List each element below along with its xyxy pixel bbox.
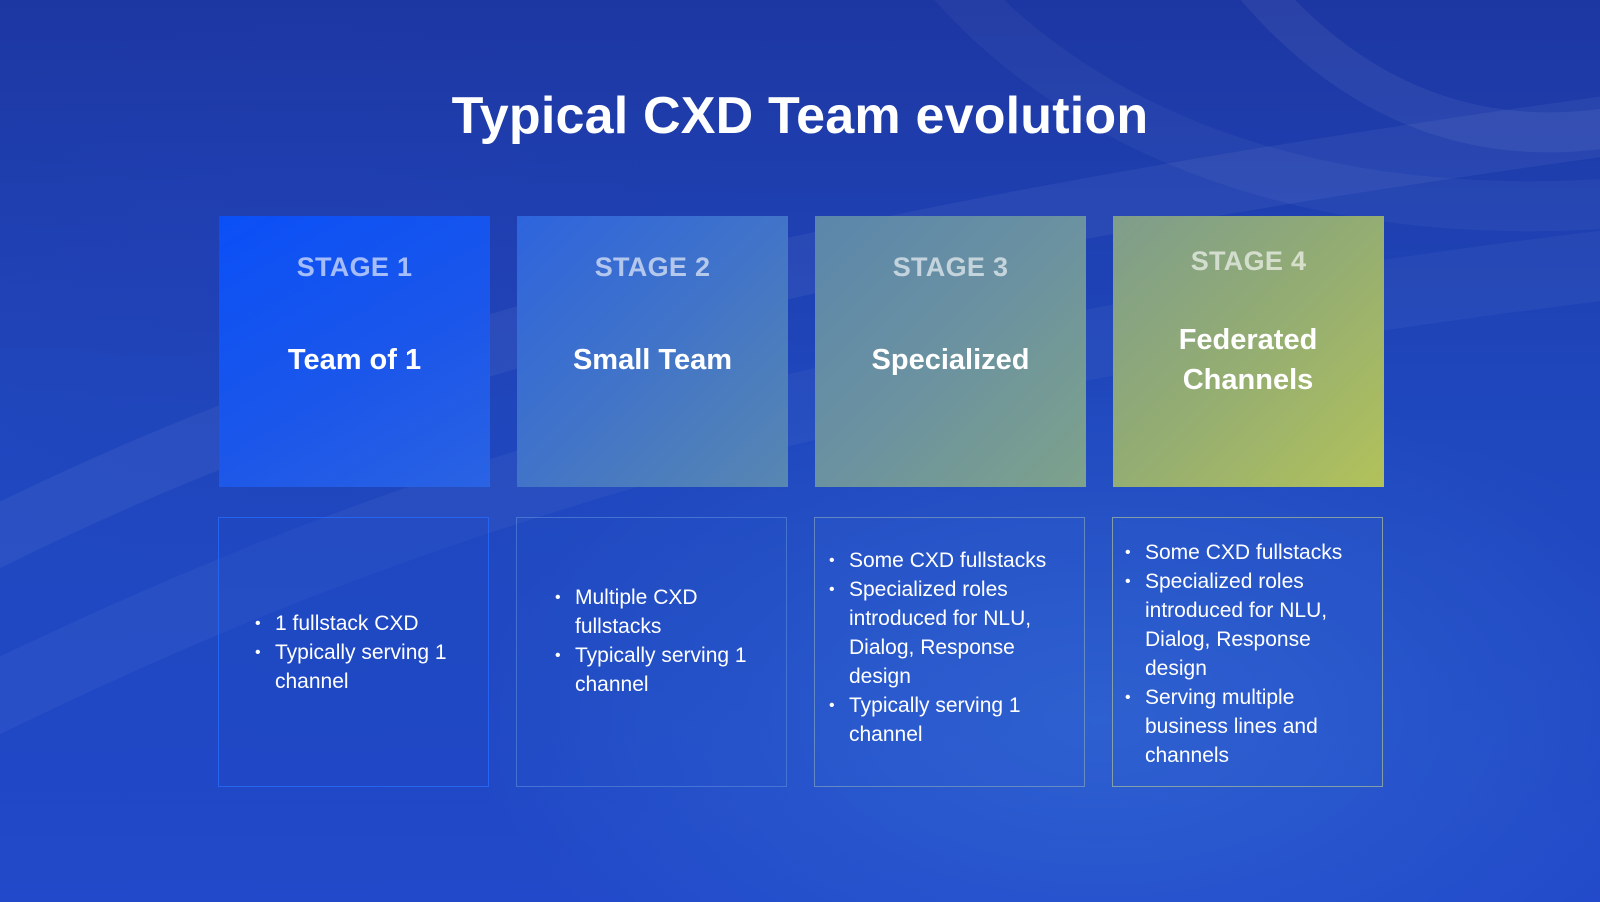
stage-label: STAGE 1	[296, 252, 413, 282]
stage-name: Federated Channels	[1178, 324, 1318, 396]
stage-description-2: Multiple CXD fullstacks Typically servin…	[516, 517, 787, 787]
slide-title: Typical CXD Team evolution	[451, 87, 1149, 145]
bullet-item: Specialized roles introduced for NLU, Di…	[829, 575, 1079, 691]
bullet-item: Typically serving 1 channel	[255, 638, 470, 696]
bullet-item: Typically serving 1 channel	[829, 691, 1079, 749]
stage-label: STAGE 3	[892, 252, 1009, 282]
stage-description-3: Some CXD fullstacks Specialized roles in…	[814, 517, 1085, 787]
bullet-item: Typically serving 1 channel	[555, 641, 765, 699]
stage-card-2: STAGE 2 Small Team	[517, 216, 788, 487]
stage-name: Specialized	[871, 344, 1030, 376]
stage-name: Small Team	[572, 344, 733, 376]
stage-description-1: 1 fullstack CXD Typically serving 1 chan…	[218, 517, 489, 787]
bullet-item: Some CXD fullstacks	[829, 546, 1079, 575]
bullet-item: 1 fullstack CXD	[255, 609, 470, 638]
stage-card-3: STAGE 3 Specialized	[815, 216, 1086, 487]
stage-name: Team of 1	[287, 344, 422, 376]
stage-label: STAGE 4	[1190, 246, 1307, 276]
stage-card-4: STAGE 4 Federated Channels	[1113, 216, 1384, 487]
bullet-list: Some CXD fullstacks Specialized roles in…	[829, 546, 1079, 749]
bullet-list: 1 fullstack CXD Typically serving 1 chan…	[255, 609, 470, 696]
stage-card-1: STAGE 1 Team of 1	[219, 216, 490, 487]
bullet-list: Some CXD fullstacks Specialized roles in…	[1125, 538, 1375, 770]
bullet-item: Specialized roles introduced for NLU, Di…	[1125, 567, 1375, 683]
bullet-list: Multiple CXD fullstacks Typically servin…	[555, 583, 765, 699]
stage-label: STAGE 2	[594, 252, 711, 282]
bullet-item: Multiple CXD fullstacks	[555, 583, 765, 641]
bullet-item: Some CXD fullstacks	[1125, 538, 1375, 567]
bullet-item: Serving multiple business lines and chan…	[1125, 683, 1375, 770]
stage-description-4: Some CXD fullstacks Specialized roles in…	[1112, 517, 1383, 787]
